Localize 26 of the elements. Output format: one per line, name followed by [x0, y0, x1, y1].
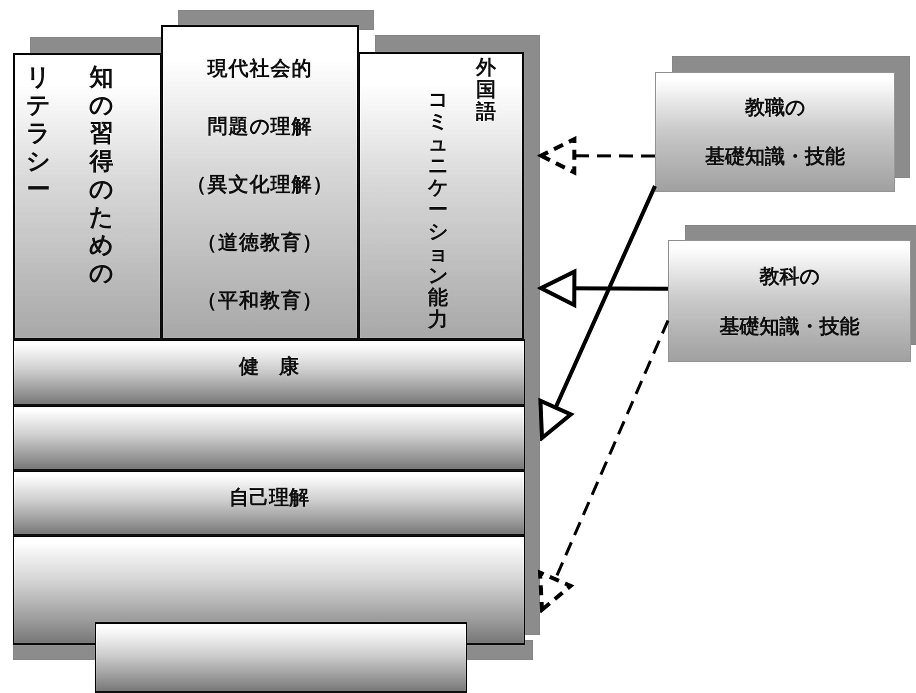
band-label: 健 康: [239, 353, 299, 380]
column-label: （道徳教育）: [197, 229, 323, 256]
column-label: コミュニケーション能力: [428, 88, 448, 330]
box-label: 教科の: [760, 262, 820, 290]
arrow: [538, 185, 657, 440]
skill-box: [668, 240, 911, 362]
box-label: 基礎知識・技能: [720, 312, 860, 340]
arrow: [538, 320, 670, 612]
column-box: [358, 52, 524, 340]
column-box: [13, 53, 162, 340]
band: [13, 339, 525, 406]
box-label: 教職の: [745, 94, 805, 121]
band-label: 自己理解: [229, 484, 309, 511]
band: [13, 470, 525, 536]
column-label: 知の習得のためのリテラシー: [25, 63, 115, 287]
arrow: [539, 137, 655, 174]
column-label: 現代社会的問題の理解: [206, 55, 314, 140]
band: [95, 622, 467, 693]
box-label: 基礎知識・技能: [705, 143, 845, 170]
arrow: [539, 270, 668, 307]
column-label: （異文化理解）: [186, 171, 334, 198]
column-label: 外国語: [476, 56, 496, 122]
skill-box: [655, 72, 895, 192]
column-label: （平和教育）: [197, 287, 323, 314]
band: [13, 405, 525, 471]
column-box: [161, 25, 359, 340]
